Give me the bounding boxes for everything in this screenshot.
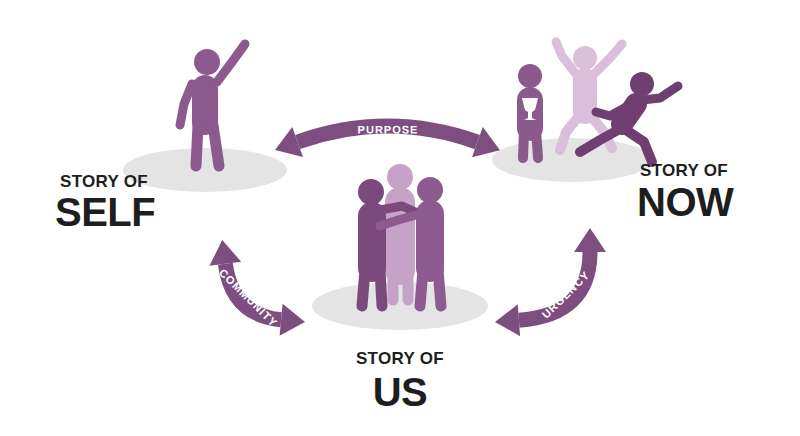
story-title: US xyxy=(373,372,428,412)
us-figures xyxy=(358,164,443,306)
story-us: STORY OF US xyxy=(305,280,495,420)
arrow-label: COMMUNITY xyxy=(217,267,279,329)
story-title: SELF xyxy=(55,192,155,232)
now-figures xyxy=(518,42,678,162)
community-arrow xyxy=(209,240,305,336)
story-now: STORY OF NOW xyxy=(500,120,750,228)
story-prefix: STORY OF xyxy=(640,162,728,179)
story-prefix: STORY OF xyxy=(356,350,444,367)
story-self: STORY OF SELF xyxy=(55,140,275,240)
ground-ellipse xyxy=(492,138,652,182)
story-title: NOW xyxy=(637,182,733,222)
story-prefix: STORY OF xyxy=(60,173,148,190)
urgency-arrow xyxy=(495,228,606,336)
self-figure xyxy=(180,44,245,166)
ground-ellipse xyxy=(312,282,488,330)
arrow-label: PURPOSE xyxy=(357,125,418,136)
